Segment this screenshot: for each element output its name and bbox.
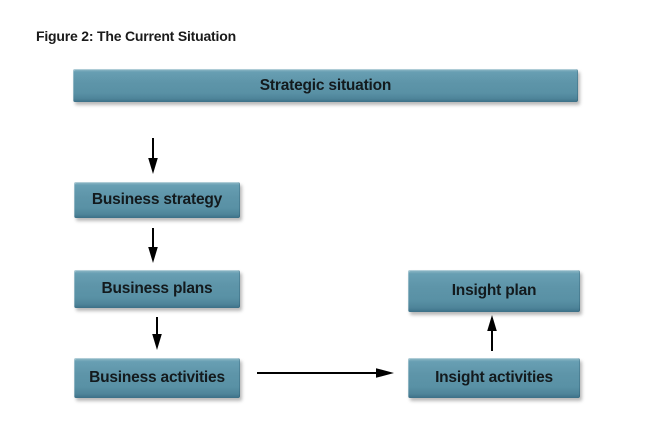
- node-insight-activities: Insight activities: [408, 358, 580, 398]
- arrow-strategy-to-plans-down-icon: [148, 228, 158, 263]
- node-business-plans-label: Business plans: [101, 280, 213, 297]
- node-strategic-situation-label: Strategic situation: [259, 76, 392, 94]
- node-insight-plan-label: Insight plan: [451, 282, 537, 299]
- node-strategic-situation: Strategic situation: [73, 69, 578, 102]
- arrow-strategic-to-strategy-down-icon: [148, 138, 158, 174]
- figure-title: Figure 2: The Current Situation: [36, 28, 236, 44]
- arrow-insight-activities-to-plan-up-icon: [487, 315, 497, 351]
- node-business-strategy-label: Business strategy: [91, 191, 223, 208]
- node-business-activities: Business activities: [74, 358, 240, 398]
- node-business-activities-label: Business activities: [89, 369, 225, 386]
- node-business-plans: Business plans: [74, 270, 240, 308]
- node-insight-activities-label: Insight activities: [435, 369, 553, 386]
- node-business-strategy: Business strategy: [74, 182, 240, 218]
- node-insight-plan: Insight plan: [408, 270, 580, 312]
- arrow-plans-to-activities-down-icon: [152, 317, 162, 350]
- arrow-business-to-insight-right-icon: [257, 368, 394, 378]
